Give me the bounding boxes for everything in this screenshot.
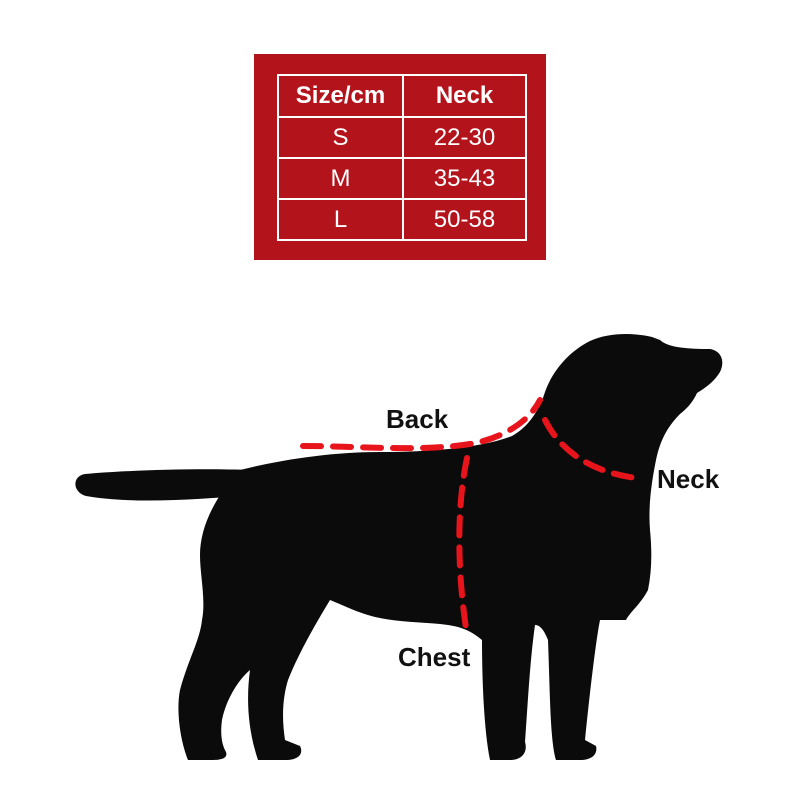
- size-cell: L: [277, 198, 404, 241]
- header-size: Size/cm: [277, 74, 404, 118]
- neck-cell: 35-43: [402, 157, 527, 200]
- size-chart-table: Size/cm Neck S 22-30 M 35-43 L 50-58: [277, 74, 527, 241]
- table-row: M 35-43: [277, 157, 527, 200]
- chest-label: Chest: [398, 642, 471, 672]
- dog-tail: [75, 469, 263, 501]
- dog-ear: [563, 348, 585, 415]
- table-row: L 50-58: [277, 198, 527, 241]
- neck-measure-line: [542, 417, 639, 481]
- size-cell: M: [277, 157, 404, 200]
- table-row: S 22-30: [277, 116, 527, 159]
- neck-cell: 50-58: [402, 198, 527, 241]
- neck-label: Neck: [657, 464, 720, 494]
- dog-silhouette: [75, 334, 723, 760]
- back-label: Back: [386, 404, 449, 434]
- dog-body: [178, 334, 723, 760]
- size-cell: S: [277, 116, 404, 159]
- neck-cell: 22-30: [402, 116, 527, 159]
- header-neck: Neck: [402, 74, 527, 118]
- table-header-row: Size/cm Neck: [277, 74, 527, 118]
- chest-measure-line: [456, 455, 470, 631]
- size-chart-panel: Size/cm Neck S 22-30 M 35-43 L 50-58: [254, 54, 546, 260]
- back-measure-line: [300, 397, 543, 452]
